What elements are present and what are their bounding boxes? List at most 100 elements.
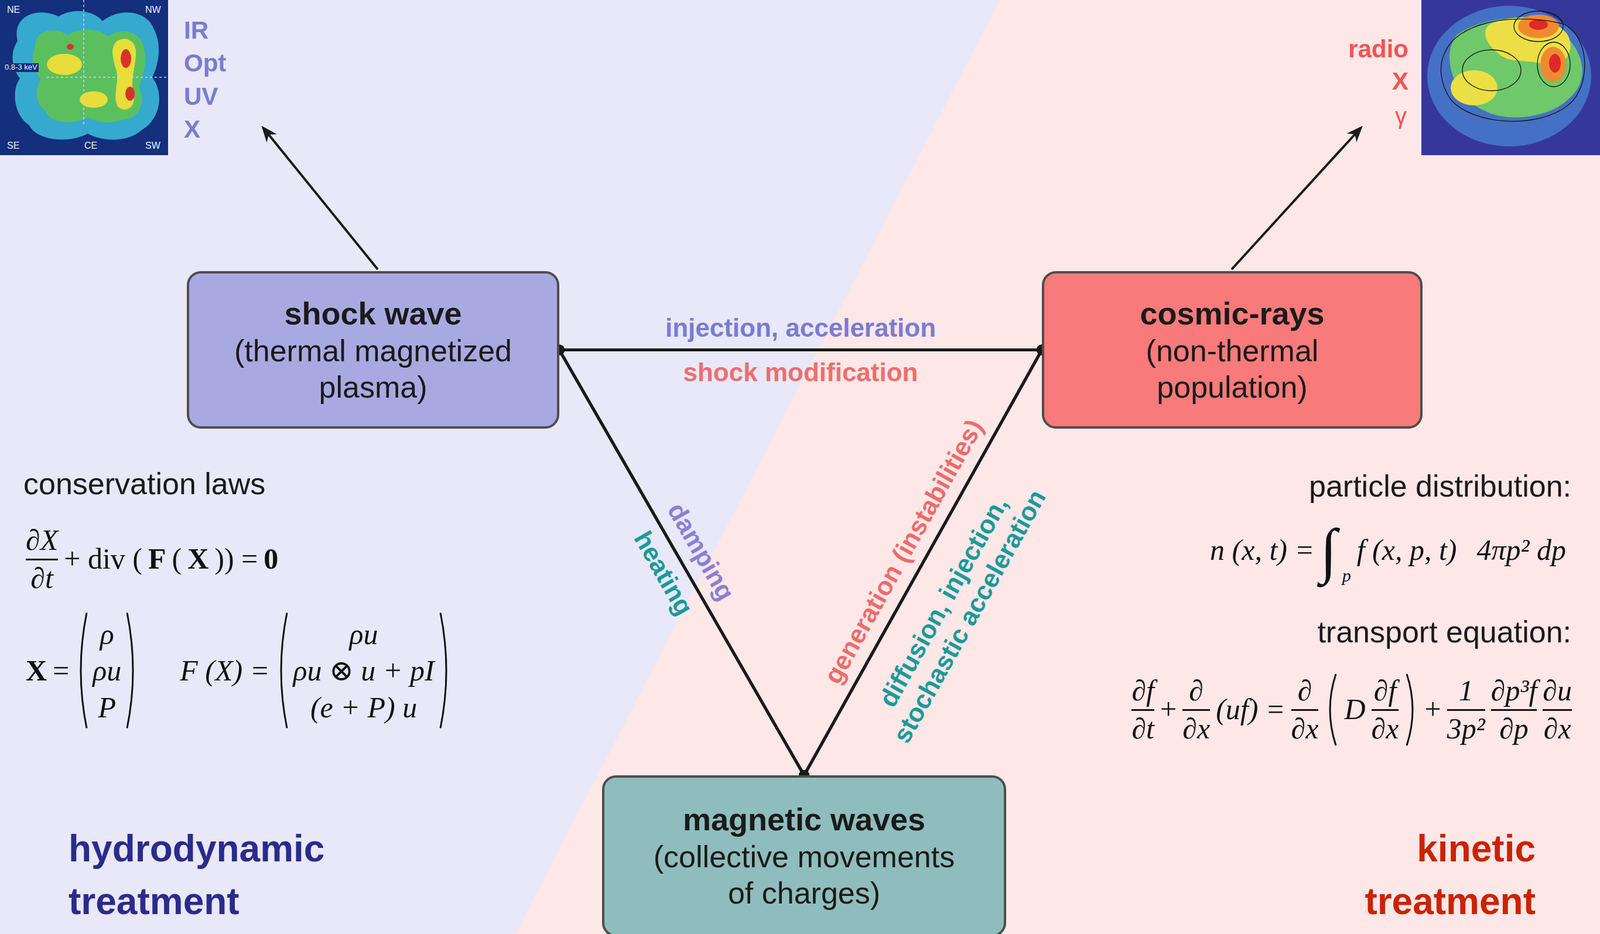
label: CE bbox=[83, 140, 99, 152]
map-spot bbox=[1549, 53, 1561, 73]
math-term: ∂t bbox=[1131, 712, 1155, 747]
math-term: D bbox=[1344, 692, 1366, 727]
connector bbox=[559, 350, 805, 776]
math-term: ∂p bbox=[1499, 712, 1529, 747]
fraction-bar bbox=[1291, 709, 1319, 711]
label: particle distribution: bbox=[1308, 469, 1572, 505]
math-term: F bbox=[148, 542, 167, 577]
math-term: )) = bbox=[214, 542, 258, 577]
label: NE bbox=[5, 4, 22, 16]
math-term: ( bbox=[172, 542, 183, 577]
map-contour bbox=[1462, 49, 1521, 91]
map-blob bbox=[32, 29, 146, 123]
map-spot bbox=[1529, 19, 1548, 30]
math-term: + bbox=[1424, 692, 1441, 727]
map-ground bbox=[1421, 0, 1600, 156]
math-term: ∂x bbox=[1291, 712, 1319, 747]
math-term: F (X) = bbox=[179, 653, 270, 688]
math-term: ρu bbox=[349, 615, 379, 653]
node-text: cosmic-rays bbox=[1091, 294, 1373, 333]
bracket-stroke bbox=[80, 613, 87, 729]
process-box: magnetic waves(collective movements of c… bbox=[602, 775, 1007, 934]
math-term: + bbox=[1160, 692, 1177, 727]
label: X bbox=[183, 115, 201, 144]
map-ground bbox=[0, 0, 169, 156]
math-term: ∂u bbox=[1542, 674, 1572, 709]
node-text: (collective movements of charges) bbox=[643, 838, 966, 912]
math-term: ∫ bbox=[1320, 520, 1338, 581]
math-term: ∂x bbox=[1182, 712, 1210, 747]
xray-map bbox=[0, 0, 169, 156]
math-term: ∂x bbox=[1543, 712, 1572, 747]
math-term: 0 bbox=[263, 542, 279, 577]
bracket bbox=[438, 610, 453, 731]
label: IR bbox=[183, 16, 209, 45]
map-blob bbox=[1540, 46, 1567, 82]
math-term: ∂f bbox=[1131, 674, 1155, 709]
math-term: ρu bbox=[92, 652, 122, 690]
emission-arrow bbox=[263, 128, 378, 270]
map-blob bbox=[12, 11, 159, 140]
math-term: 3p² bbox=[1447, 712, 1486, 747]
bracket-stroke bbox=[440, 613, 447, 729]
fraction: 13p² bbox=[1447, 674, 1486, 746]
math-term: )) = bbox=[214, 542, 258, 577]
math-term: p bbox=[1342, 566, 1352, 585]
math-term: 1 bbox=[1458, 674, 1474, 709]
math-term: + div ( bbox=[63, 542, 143, 577]
matrix: ρuρu ⊗ u + pI(e + P) u bbox=[275, 610, 452, 731]
math-term: 3p² bbox=[1447, 712, 1486, 747]
equation: ∂f∂t+∂∂x(uf) =∂∂xD∂f∂x+13p²∂p³f∂p∂u∂x bbox=[1131, 671, 1572, 748]
label: hydrodynamic treatment bbox=[68, 822, 350, 928]
map-blob bbox=[1427, 5, 1592, 147]
label: radio bbox=[1348, 35, 1409, 64]
connector bbox=[559, 348, 1042, 352]
math-term: 1 bbox=[1458, 674, 1474, 709]
math-term: ∂x bbox=[1182, 712, 1210, 747]
label: X bbox=[1392, 67, 1409, 96]
bracket-stroke bbox=[1330, 674, 1336, 746]
bracket bbox=[1404, 671, 1419, 748]
fraction: ∂f∂x bbox=[1371, 674, 1400, 746]
emission-arrow bbox=[1231, 128, 1361, 270]
math-term: X bbox=[187, 542, 209, 577]
math-term: ∂p³f bbox=[1491, 674, 1538, 709]
math-term: + div ( bbox=[63, 542, 143, 577]
math-term: ∫ bbox=[1320, 520, 1338, 581]
bracket bbox=[275, 610, 290, 731]
map-contour bbox=[1440, 18, 1585, 122]
edge-label: shock modification bbox=[683, 357, 919, 388]
math-term: ∂t bbox=[1131, 712, 1155, 747]
math-term: ( bbox=[172, 542, 183, 577]
label: transport equation: bbox=[1317, 614, 1572, 651]
fraction: ∂p³f∂p bbox=[1491, 674, 1538, 746]
fraction: ∂∂x bbox=[1291, 674, 1319, 746]
math-term: + bbox=[1160, 692, 1177, 727]
math-term: ∂ bbox=[1188, 674, 1204, 709]
map-spot bbox=[120, 49, 132, 68]
math-term: f (x, p, t) bbox=[1356, 533, 1458, 568]
math-term: n (x, t) = bbox=[1209, 533, 1315, 568]
label: SE bbox=[5, 140, 21, 152]
math-term: ∂t bbox=[30, 561, 54, 596]
label: Opt bbox=[183, 49, 227, 78]
math-term: ∂x bbox=[1371, 712, 1400, 747]
bracket-stroke bbox=[281, 613, 287, 729]
fraction: ∂u∂x bbox=[1542, 674, 1572, 746]
math-term: f (x, p, t) bbox=[1356, 533, 1458, 568]
math-term: ∂t bbox=[30, 561, 54, 596]
fraction-bar bbox=[25, 558, 58, 561]
math-term: (e + P) u bbox=[310, 688, 417, 726]
label: SW bbox=[144, 140, 162, 152]
math-term: P bbox=[98, 688, 117, 726]
math-term: F bbox=[148, 542, 167, 577]
math-term: 4πp² dp bbox=[1476, 533, 1567, 568]
matrix-column: ρρuP bbox=[89, 615, 125, 726]
node-text: shock wave bbox=[214, 294, 532, 333]
math-term: X bbox=[187, 542, 209, 577]
map-spot bbox=[125, 86, 135, 101]
math-term: ∂ bbox=[1188, 674, 1204, 709]
map-blob bbox=[1518, 14, 1560, 39]
bracket-stroke bbox=[127, 613, 133, 729]
